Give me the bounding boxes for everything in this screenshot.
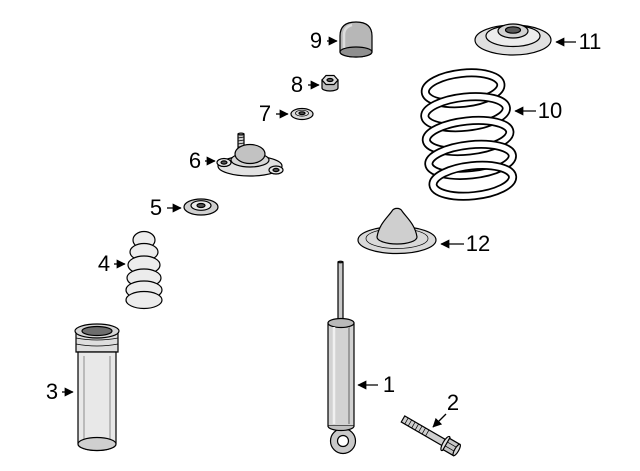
part-4-bump-stop	[125, 230, 163, 310]
callout-number: 9	[310, 28, 322, 53]
part-2-bolt	[400, 415, 461, 457]
callout-number: 10	[538, 98, 562, 123]
part-3-protective-tube	[74, 323, 120, 452]
part-7-washer	[290, 107, 314, 121]
part-6-strut-mount	[216, 132, 284, 177]
callout-number: 7	[259, 101, 271, 126]
part-12-lower-spring-pad	[357, 207, 437, 255]
callout-5[interactable]: 5	[150, 195, 182, 220]
callout-6[interactable]: 6	[189, 148, 216, 173]
callout-number: 5	[150, 195, 162, 220]
callout-3[interactable]: 3	[46, 379, 74, 404]
part-10-coil-spring	[420, 68, 518, 201]
part-9-cap	[339, 21, 373, 58]
part-1-shock-absorber	[327, 260, 357, 455]
callout-number: 3	[46, 379, 58, 404]
callout-number: 8	[291, 72, 303, 97]
callout-11[interactable]: 11	[555, 29, 602, 54]
callout-number: 12	[466, 231, 490, 256]
callout-number: 4	[98, 251, 110, 276]
part-11-upper-spring-pad	[474, 23, 552, 56]
callout-number: 6	[189, 148, 201, 173]
callout-2[interactable]: 2	[432, 390, 459, 428]
part-5-spring-cup	[183, 198, 219, 216]
callout-1[interactable]: 1	[357, 372, 395, 397]
callout-4[interactable]: 4	[98, 251, 126, 276]
callout-number: 11	[579, 29, 602, 54]
callout-9[interactable]: 9	[310, 28, 338, 53]
callout-8[interactable]: 8	[291, 72, 320, 97]
part-8-nut	[321, 74, 339, 92]
callout-7[interactable]: 7	[259, 101, 289, 126]
callout-number: 1	[383, 372, 395, 397]
callout-10[interactable]: 10	[514, 98, 562, 123]
callout-number: 2	[447, 390, 459, 415]
callout-arrow	[432, 413, 447, 428]
callout-12[interactable]: 12	[440, 231, 490, 256]
